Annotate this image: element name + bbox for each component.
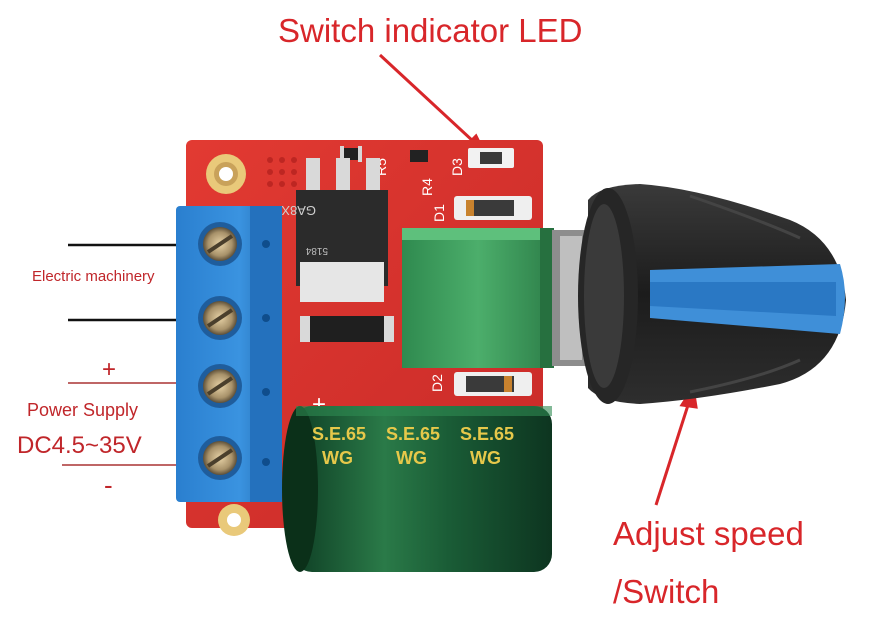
cap-marking-1: S.E.65 bbox=[312, 424, 366, 444]
mosfet-chip: GA8X15 5184 bbox=[267, 158, 394, 342]
electric-machinery-label: Electric machinery bbox=[32, 268, 155, 285]
cap-marking-5: WG bbox=[396, 448, 427, 468]
silk-d1: D1 bbox=[431, 204, 447, 222]
led-arrow bbox=[378, 53, 487, 155]
cap-marking-4: WG bbox=[322, 448, 353, 468]
power-supply-label: Power Supply bbox=[27, 400, 139, 420]
terminal-block bbox=[176, 206, 282, 502]
wire-lines bbox=[68, 243, 178, 322]
power-lines bbox=[62, 382, 178, 466]
silk-d3: D3 bbox=[449, 158, 465, 176]
cap-marking-2: S.E.65 bbox=[386, 424, 440, 444]
cap-marking-3: S.E.65 bbox=[460, 424, 514, 444]
cap-marking-6: WG bbox=[470, 448, 501, 468]
adjust-speed-line: Adjust speed bbox=[613, 515, 804, 552]
silk-d2: D2 bbox=[429, 374, 445, 392]
plus-label: + bbox=[102, 356, 117, 383]
switch-line: /Switch bbox=[613, 573, 720, 610]
adjust-speed-label: Adjust speed /Switch bbox=[613, 505, 804, 621]
minus-label: - bbox=[104, 470, 113, 500]
potentiometer bbox=[402, 228, 588, 368]
capacitor: S.E.65 S.E.65 S.E.65 WG WG WG bbox=[282, 406, 552, 572]
smd-components bbox=[340, 146, 532, 396]
knob-arrow bbox=[654, 383, 698, 506]
silk-r4: R4 bbox=[419, 178, 435, 196]
speed-knob[interactable] bbox=[578, 184, 846, 404]
voltage-label: DC4.5~35V bbox=[17, 432, 142, 459]
switch-led-label: Switch indicator LED bbox=[278, 12, 583, 49]
chip-marking-bottom: 5184 bbox=[305, 245, 328, 256]
